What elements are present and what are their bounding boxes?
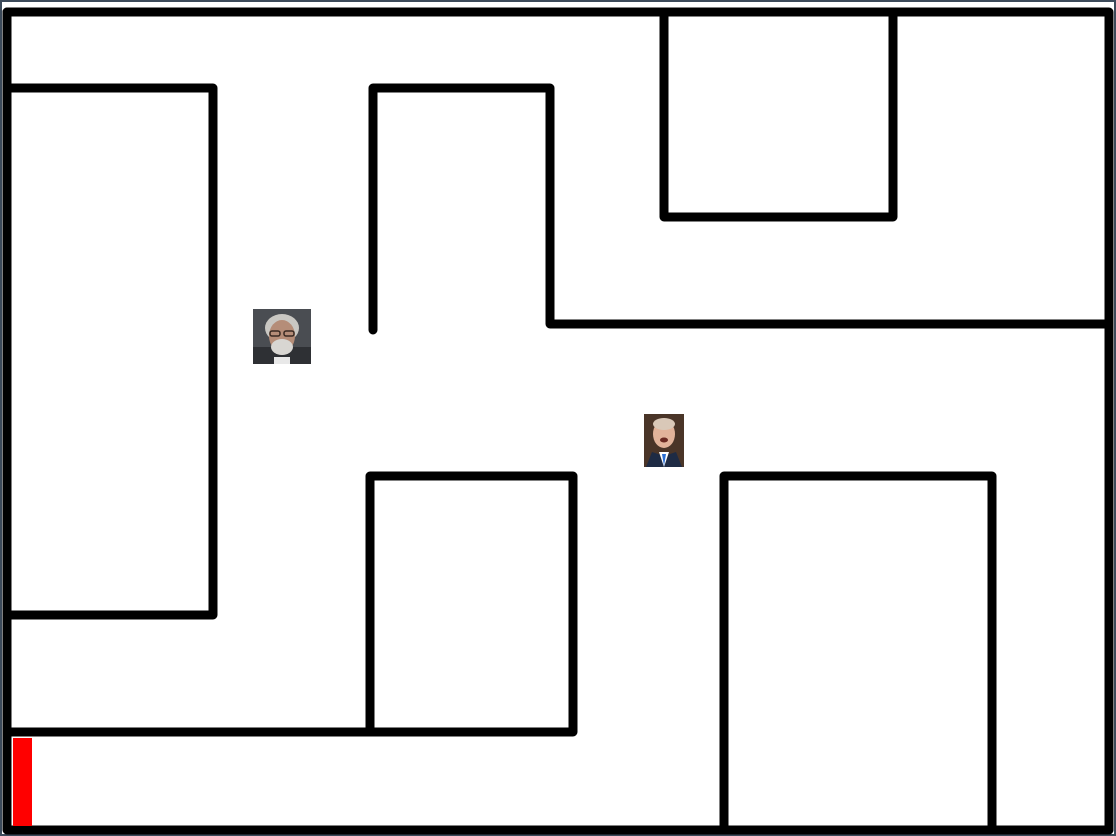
maze-wall xyxy=(368,83,1114,335)
maze-wall xyxy=(2,7,1114,835)
maze-wall xyxy=(719,471,997,835)
man-portrait[interactable] xyxy=(644,414,684,467)
maze-wall xyxy=(2,83,218,620)
maze-wall xyxy=(2,7,1114,835)
maze-wall xyxy=(2,471,578,737)
exit-marker xyxy=(13,738,32,826)
maze-wall xyxy=(659,7,898,222)
old-man-portrait[interactable] xyxy=(253,309,311,364)
